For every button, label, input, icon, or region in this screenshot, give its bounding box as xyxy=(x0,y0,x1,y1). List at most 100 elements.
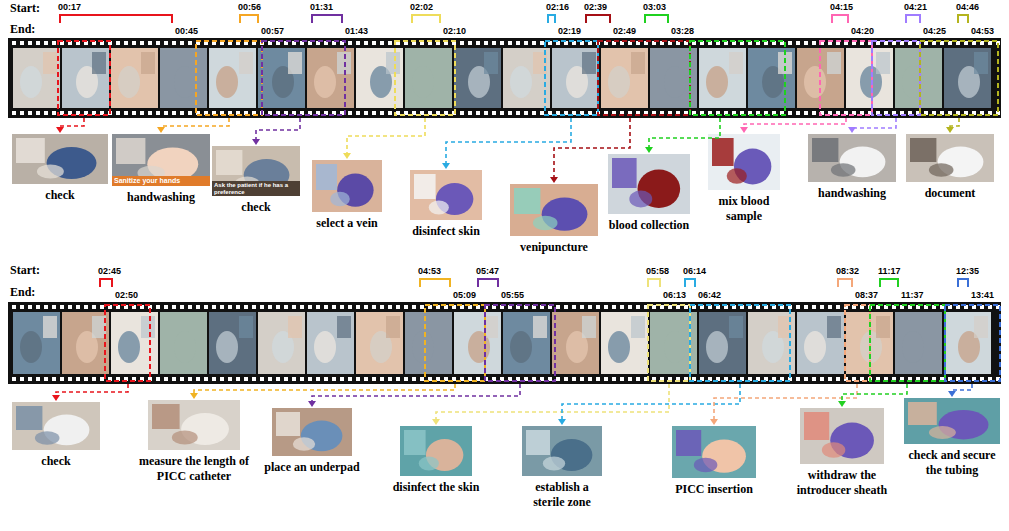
end-time: 02:19 xyxy=(558,26,581,37)
sprocket-hole xyxy=(292,305,296,309)
sprocket-hole xyxy=(620,305,624,309)
sprocket-hole xyxy=(172,41,176,45)
arrow-head xyxy=(52,395,60,401)
sprocket-hole xyxy=(620,377,624,381)
sprocket-hole xyxy=(580,305,584,309)
video-frame xyxy=(405,48,452,108)
step-label: disinfect skin xyxy=(400,224,492,239)
segment-frame xyxy=(690,305,790,381)
sprocket-hole xyxy=(116,111,120,115)
sprocket-hole xyxy=(636,377,640,381)
step-label: check xyxy=(211,200,301,215)
sprocket-hole xyxy=(188,377,192,381)
leader-line xyxy=(256,118,300,139)
sprocket-hole xyxy=(52,41,56,45)
segment-frame xyxy=(648,305,690,381)
sprocket-hole xyxy=(188,305,192,309)
sprocket-hole xyxy=(60,305,64,309)
step-thumbnail: withdraw the introducer sheath xyxy=(789,408,895,498)
sprocket-hole xyxy=(388,377,392,381)
sprocket-hole xyxy=(156,41,160,45)
sprocket-hole xyxy=(372,377,376,381)
sprocket-hole xyxy=(356,305,360,309)
end-time: 02:10 xyxy=(443,26,466,37)
sprocket-hole xyxy=(188,41,192,45)
sprocket-hole xyxy=(356,377,360,381)
start-time: 01:31 xyxy=(310,2,333,13)
sprocket-hole xyxy=(500,111,504,115)
time-bracket xyxy=(60,15,172,23)
start-time: 02:39 xyxy=(584,2,607,13)
photo-thumbnail xyxy=(906,134,994,182)
sprocket-hole xyxy=(92,305,96,309)
arrow-head xyxy=(432,419,440,425)
start-time: 04:46 xyxy=(956,2,979,13)
sprocket-hole xyxy=(124,41,128,45)
sprocket-hole xyxy=(44,305,48,309)
video-frame xyxy=(748,48,795,108)
time-bracket xyxy=(240,15,258,23)
start-time: 04:53 xyxy=(418,266,441,277)
sprocket-hole xyxy=(396,305,400,309)
video-frame xyxy=(209,48,256,108)
step-thumbnail: venipuncture xyxy=(509,184,599,255)
sprocket-hole xyxy=(324,305,328,309)
strip-band xyxy=(8,302,1001,384)
row-heading: Start: xyxy=(10,1,40,15)
segment-frame xyxy=(945,305,1000,381)
sprocket-hole xyxy=(148,111,152,115)
sprocket-hole xyxy=(396,377,400,381)
sprocket-hole xyxy=(156,377,160,381)
segment-frame xyxy=(872,41,920,115)
video-frame xyxy=(846,48,893,108)
video-frame xyxy=(601,312,648,374)
strip-band xyxy=(8,38,1001,118)
arrow-head xyxy=(343,153,351,159)
sprocket-hole xyxy=(820,305,824,309)
time-bracket xyxy=(958,15,968,23)
sprocket-hole xyxy=(564,305,568,309)
sprocket-hole xyxy=(76,377,80,381)
video-frame xyxy=(944,312,991,374)
sprocket-hole xyxy=(260,305,264,309)
leader-line xyxy=(744,118,846,127)
time-bracket xyxy=(685,279,695,287)
sprocket-hole xyxy=(340,377,344,381)
step-label: select a vein xyxy=(301,216,393,231)
segment-frame xyxy=(598,41,690,115)
sprocket-hole xyxy=(276,305,280,309)
photo-thumbnail xyxy=(112,134,210,186)
start-time: 04:21 xyxy=(904,2,927,13)
sprocket-hole xyxy=(804,377,808,381)
sprocket-hole xyxy=(44,377,48,381)
video-frame xyxy=(13,312,60,374)
arrow-head xyxy=(190,393,198,399)
sprocket-hole xyxy=(372,111,376,115)
sprocket-hole xyxy=(52,377,56,381)
sprocket-hole xyxy=(28,111,32,115)
photo-thumbnail xyxy=(148,400,240,450)
sprocket-hole xyxy=(28,41,32,45)
leader-line xyxy=(60,118,84,127)
sprocket-hole xyxy=(212,377,216,381)
end-time: 03:28 xyxy=(671,26,694,37)
step-thumbnail: disinfect skin xyxy=(400,170,492,239)
video-frame xyxy=(895,48,942,108)
end-time: 05:09 xyxy=(453,290,476,301)
video-frame xyxy=(699,48,746,108)
sprocket-hole xyxy=(812,41,816,45)
sprocket-hole xyxy=(68,377,72,381)
arrow-head xyxy=(948,391,956,397)
video-frame xyxy=(160,48,207,108)
leader-line xyxy=(194,384,455,393)
time-bracket xyxy=(586,15,610,23)
sprocket-hole xyxy=(212,305,216,309)
sprocket-hole xyxy=(628,305,632,309)
sprocket-hole xyxy=(228,305,232,309)
photo-thumbnail xyxy=(312,160,382,212)
sprocket-hole xyxy=(348,41,352,45)
sprocket-hole xyxy=(164,305,168,309)
sprocket-hole xyxy=(828,305,832,309)
segment-frame xyxy=(395,41,455,115)
step-thumbnail: mix blood sample xyxy=(707,134,781,224)
